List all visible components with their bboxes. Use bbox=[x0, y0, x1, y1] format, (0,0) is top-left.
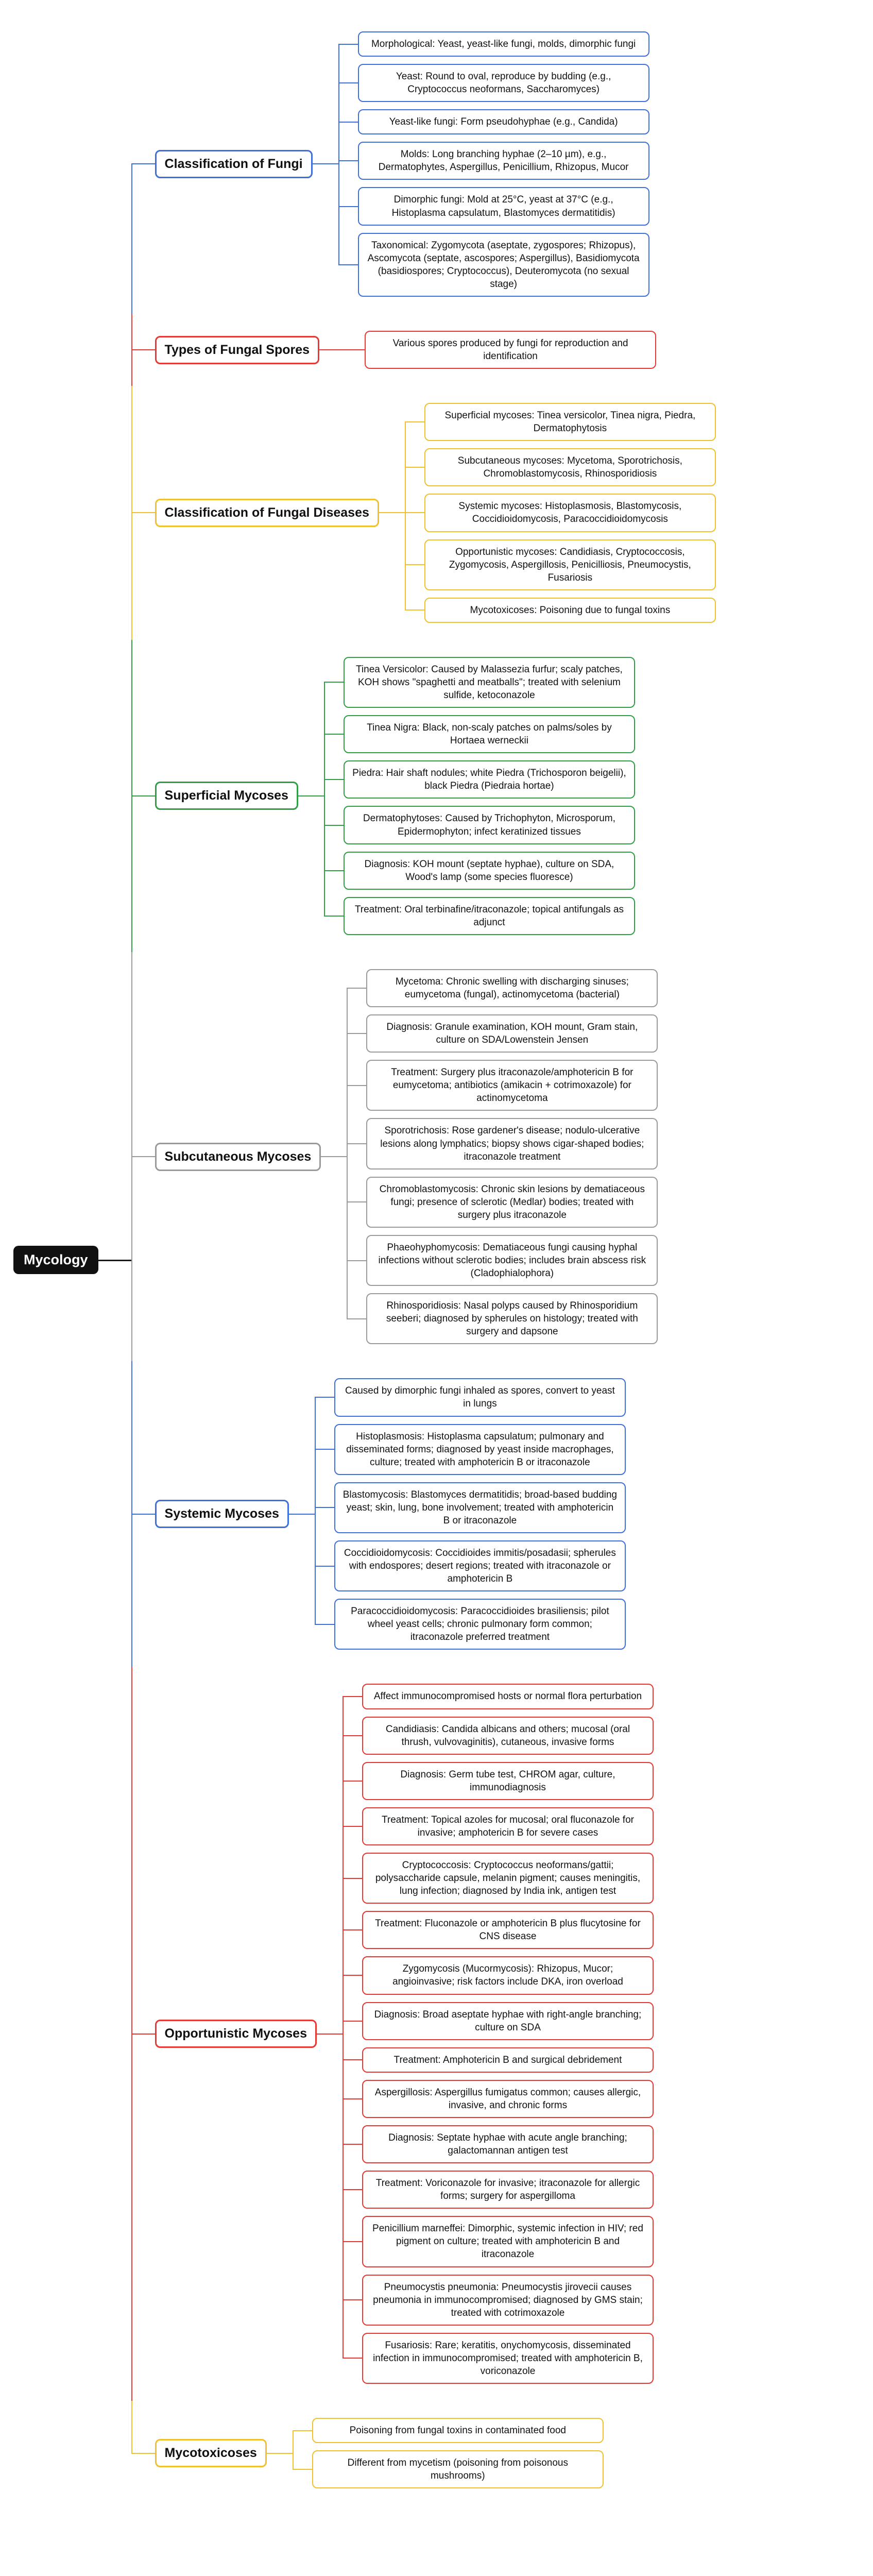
branch-classification-of-fungi: Classification of Fungi Morphological: Y… bbox=[131, 14, 716, 314]
leaf-node: Zygomycosis (Mucormycosis): Rhizopus, Mu… bbox=[362, 1956, 654, 1995]
leaf-node: Caused by dimorphic fungi inhaled as spo… bbox=[334, 1378, 626, 1417]
branch-children: Tinea Versicolor: Caused by Malassezia f… bbox=[323, 653, 635, 939]
leaf-node: Superficial mycoses: Tinea versicolor, T… bbox=[424, 403, 716, 442]
branch-label: Classification of Fungi bbox=[155, 149, 313, 178]
leaf-node: Diagnosis: Broad aseptate hyphae with ri… bbox=[362, 2002, 654, 2040]
leaf-node: Opportunistic mycoses: Candidiasis, Cryp… bbox=[424, 539, 716, 590]
branch-label: Subcutaneous Mycoses bbox=[155, 1142, 321, 1171]
leaf-node: Various spores produced by fungi for rep… bbox=[365, 330, 657, 369]
branch-opportunistic-mycoses: Opportunistic Mycoses Affect immunocompr… bbox=[131, 1667, 716, 2401]
branch-systemic-mycoses: Systemic Mycoses Caused by dimorphic fun… bbox=[131, 1361, 716, 1667]
leaf-node: Aspergillosis: Aspergillus fumigatus com… bbox=[362, 2079, 654, 2118]
leaf-node: Systemic mycoses: Histoplasmosis, Blasto… bbox=[424, 494, 716, 532]
leaf-node: Different from mycetism (poisoning from … bbox=[312, 2450, 604, 2489]
leaf-node: Diagnosis: Septate hyphae with acute ang… bbox=[362, 2125, 654, 2164]
leaf-node: Tinea Nigra: Black, non-scaly patches on… bbox=[343, 715, 635, 754]
leaf-node: Treatment: Fluconazole or amphotericin B… bbox=[362, 1911, 654, 1950]
leaf-node: Diagnosis: KOH mount (septate hyphae), c… bbox=[343, 851, 635, 890]
leaf-node: Taxonomical: Zygomycota (aseptate, zygos… bbox=[357, 232, 649, 297]
leaf-node: Subcutaneous mycoses: Mycetoma, Sporotri… bbox=[424, 448, 716, 487]
branch-subcutaneous-mycoses: Subcutaneous Mycoses Mycetoma: Chronic s… bbox=[131, 952, 716, 1362]
leaf-node: Mycotoxicoses: Poisoning due to fungal t… bbox=[424, 597, 716, 623]
leaf-node: Fusariosis: Rare; keratitis, onychomycos… bbox=[362, 2332, 654, 2384]
leaf-node: Phaeohyphomycosis: Dematiaceous fungi ca… bbox=[366, 1234, 658, 1286]
leaf-node: Cryptococcosis: Cryptococcus neoformans/… bbox=[362, 1853, 654, 1904]
leaf-node: Poisoning from fungal toxins in contamin… bbox=[312, 2417, 604, 2444]
leaf-node: Paracoccidioidomycosis: Paracoccidioides… bbox=[334, 1599, 626, 1650]
branch-children: Poisoning from fungal toxins in contamin… bbox=[292, 2414, 604, 2492]
leaf-node: Penicillium marneffei: Dimorphic, system… bbox=[362, 2216, 654, 2267]
branch-label: Classification of Fungal Diseases bbox=[155, 498, 379, 527]
leaf-node: Yeast: Round to oval, reproduce by buddi… bbox=[357, 64, 649, 103]
branch-label: Mycotoxicoses bbox=[155, 2439, 267, 2468]
leaf-node: Piedra: Hair shaft nodules; white Piedra… bbox=[343, 760, 635, 799]
branch-label: Superficial Mycoses bbox=[155, 782, 298, 810]
leaf-node: Dermatophytoses: Caused by Trichophyton,… bbox=[343, 806, 635, 844]
branch-children: Superficial mycoses: Tinea versicolor, T… bbox=[404, 399, 716, 626]
leaf-node: Treatment: Voriconazole for invasive; it… bbox=[362, 2171, 654, 2209]
branch-label: Systemic Mycoses bbox=[155, 1500, 289, 1529]
branch-classification-of-fungal-diseases: Classification of Fungal Diseases Superf… bbox=[131, 386, 716, 640]
branch-children: Affect immunocompromised hosts or normal… bbox=[342, 1680, 654, 2387]
leaf-node: Coccidioidomycosis: Coccidioides immitis… bbox=[334, 1540, 626, 1592]
branch-label: Types of Fungal Spores bbox=[155, 335, 320, 364]
leaf-node: Pneumocystis pneumonia: Pneumocystis jir… bbox=[362, 2274, 654, 2326]
leaf-node: Diagnosis: Germ tube test, CHROM agar, c… bbox=[362, 1761, 654, 1800]
branch-superficial-mycoses: Superficial Mycoses Tinea Versicolor: Ca… bbox=[131, 639, 716, 952]
root-node-mycology: Mycology bbox=[13, 1246, 98, 1275]
leaf-node: Diagnosis: Granule examination, KOH moun… bbox=[366, 1014, 658, 1053]
leaf-node: Treatment: Oral terbinafine/itraconazole… bbox=[343, 896, 635, 935]
leaf-node: Candidiasis: Candida albicans and others… bbox=[362, 1716, 654, 1755]
leaf-node: Tinea Versicolor: Caused by Malassezia f… bbox=[343, 656, 635, 708]
leaf-node: Dimorphic fungi: Mold at 25°C, yeast at … bbox=[357, 187, 649, 226]
leaf-node: Sporotrichosis: Rose gardener's disease;… bbox=[366, 1118, 658, 1170]
branch-children: Mycetoma: Chronic swelling with discharg… bbox=[347, 965, 658, 1348]
leaf-node: Treatment: Amphotericin B and surgical d… bbox=[362, 2047, 654, 2073]
leaf-node: Treatment: Surgery plus itraconazole/amp… bbox=[366, 1060, 658, 1111]
leaf-node: Histoplasmosis: Histoplasma capsulatum; … bbox=[334, 1423, 626, 1475]
leaf-node: Yeast-like fungi: Form pseudohyphae (e.g… bbox=[357, 109, 649, 135]
leaf-node: Molds: Long branching hyphae (2–10 µm), … bbox=[357, 142, 649, 180]
branch-children: Various spores produced by fungi for rep… bbox=[345, 327, 657, 372]
branch-children: Morphological: Yeast, yeast-like fungi, … bbox=[338, 28, 649, 300]
leaf-node: Morphological: Yeast, yeast-like fungi, … bbox=[357, 31, 649, 57]
branch-label: Opportunistic Mycoses bbox=[155, 2020, 317, 2048]
leaf-node: Blastomycosis: Blastomyces dermatitidis;… bbox=[334, 1482, 626, 1533]
branch-children: Caused by dimorphic fungi inhaled as spo… bbox=[314, 1375, 626, 1653]
branch-types-of-fungal-spores: Types of Fungal Spores Various spores pr… bbox=[131, 313, 716, 386]
branches-column: Classification of Fungi Morphological: Y… bbox=[131, 14, 716, 2505]
leaf-node: Mycetoma: Chronic swelling with discharg… bbox=[366, 969, 658, 1008]
leaf-node: Affect immunocompromised hosts or normal… bbox=[362, 1684, 654, 1709]
leaf-node: Chromoblastomycosis: Chronic skin lesion… bbox=[366, 1176, 658, 1228]
leaf-node: Rhinosporidiosis: Nasal polyps caused by… bbox=[366, 1293, 658, 1345]
leaf-node: Treatment: Topical azoles for mucosal; o… bbox=[362, 1807, 654, 1846]
branch-mycotoxicoses: Mycotoxicoses Poisoning from fungal toxi… bbox=[131, 2400, 716, 2505]
